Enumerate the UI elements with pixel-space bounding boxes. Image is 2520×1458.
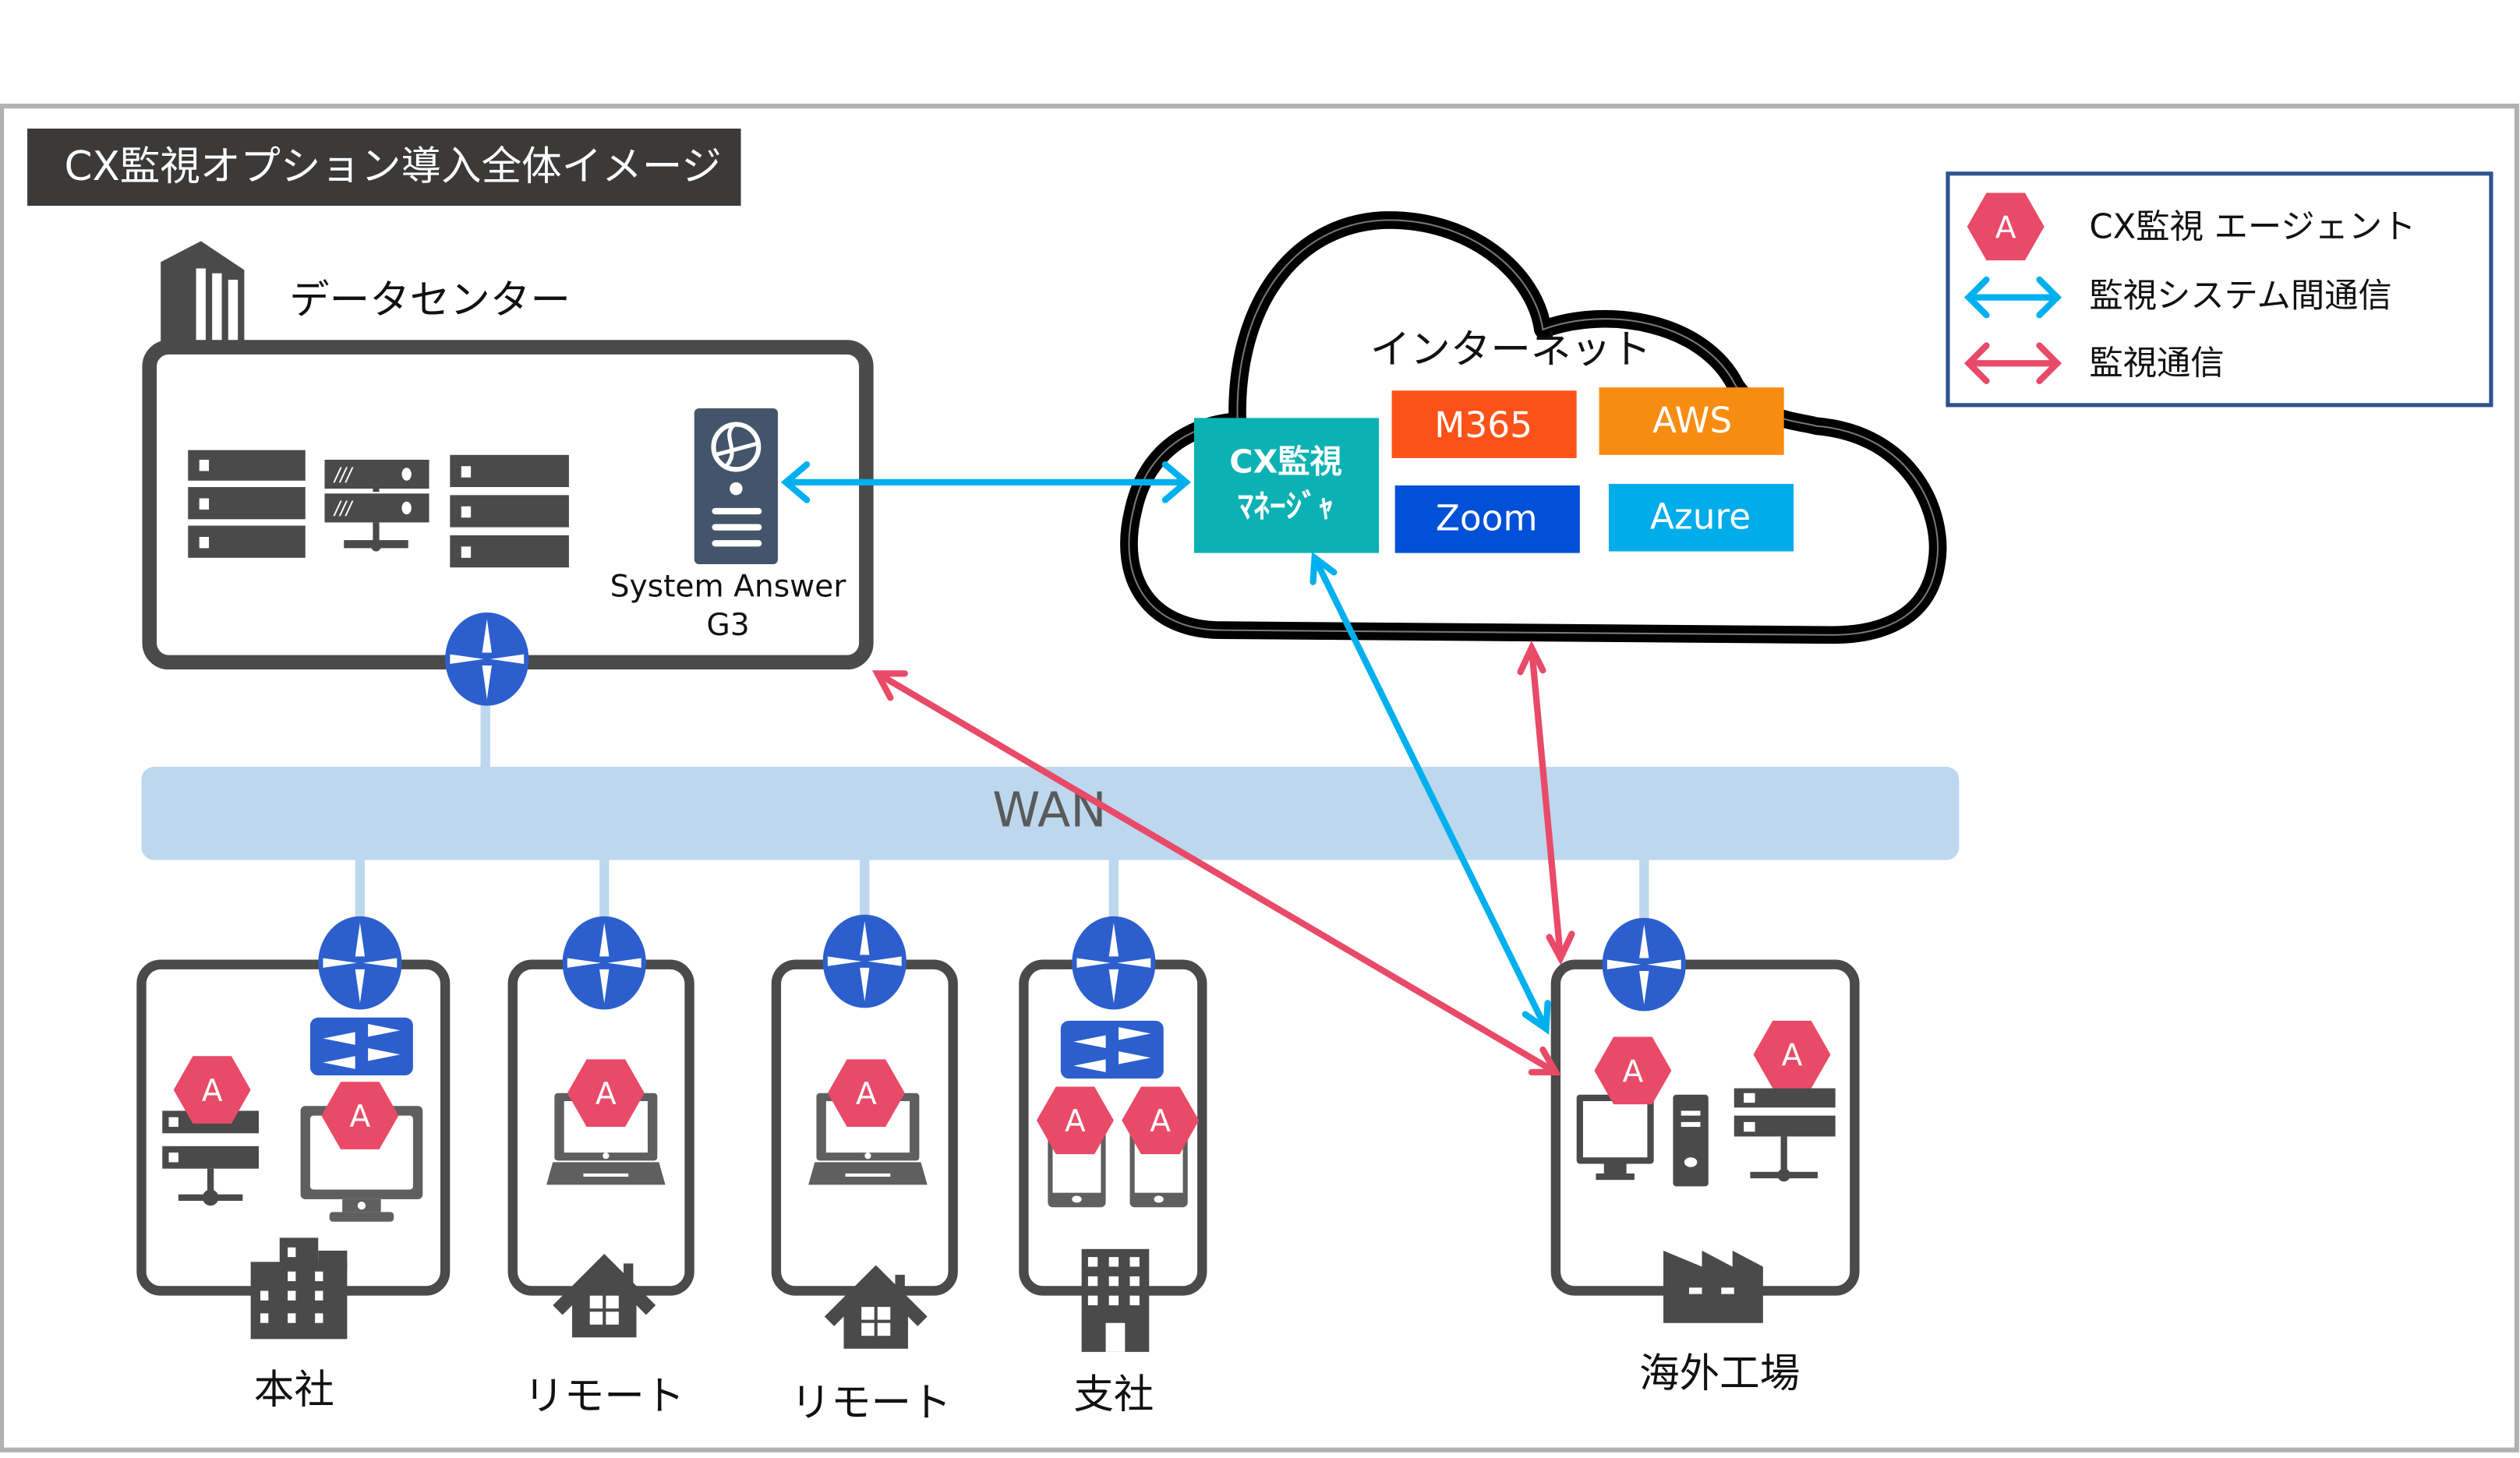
system-answer-server-icon[interactable] — [694, 408, 778, 565]
site-label-remote-1: リモート — [524, 1373, 684, 1420]
office-tower-icon — [1081, 1248, 1150, 1352]
service-aws[interactable]: AWS — [1599, 387, 1784, 455]
svg-text:A: A — [1782, 1039, 1803, 1074]
legend-item-monitor-link: 監視通信 — [2089, 344, 2224, 383]
site-label-branch: 支社 — [1073, 1372, 1154, 1418]
svg-text:A: A — [856, 1077, 877, 1112]
router-icon — [822, 914, 907, 1008]
agent-badge: A — [1122, 1086, 1200, 1155]
datacenter-label: データセンター — [289, 277, 571, 323]
svg-text:A: A — [349, 1100, 370, 1135]
svg-text:A: A — [1150, 1104, 1171, 1139]
router-icon — [1072, 916, 1156, 1010]
system-link-dc-manager — [780, 461, 1192, 503]
switch-icon — [1060, 1020, 1164, 1079]
site-label-factory: 海外工場 — [1639, 1350, 1800, 1397]
system-answer-label: System Answer — [610, 569, 847, 604]
service-azure[interactable]: Azure — [1608, 483, 1794, 552]
cx-manager-subtitle: ﾏﾈｰｼﾞｬ — [1238, 488, 1334, 525]
switch-icon — [309, 1017, 413, 1076]
service-m365[interactable]: M365 — [1391, 390, 1577, 458]
agent-badge: A — [567, 1059, 645, 1128]
red-double-arrow-icon — [1963, 342, 2062, 385]
service-aws-label: AWS — [1652, 400, 1732, 441]
title-box: CX監視オプション導入全体イメージ — [27, 129, 741, 207]
agent-badge: A — [1594, 1036, 1672, 1105]
monitor-link-cloud-factory — [1517, 640, 1575, 966]
internet-label: インターネット — [1370, 327, 1652, 373]
agent-badge: A — [321, 1082, 399, 1149]
wan-label: WAN — [992, 782, 1106, 838]
svg-text:///: /// — [333, 497, 354, 521]
svg-text:A: A — [1995, 210, 2016, 245]
page-title: CX監視オプション導入全体イメージ — [64, 143, 721, 190]
svg-text:A: A — [1065, 1104, 1086, 1139]
svg-text:A: A — [596, 1077, 617, 1112]
agent-hexagon-icon: A — [1967, 192, 2045, 261]
legend-item-agent: CX監視 エージェント — [2089, 207, 2416, 246]
office-building-icon — [250, 1237, 348, 1340]
server-icon — [1734, 1088, 1836, 1182]
link-dc-wan — [480, 691, 490, 772]
legend-item-system-link: 監視システム間通信 — [2089, 277, 2391, 316]
svg-text:///: /// — [333, 464, 354, 487]
storage-server-icon: /// /// — [324, 459, 429, 552]
router-icon — [562, 916, 646, 1010]
agent-badge: A — [173, 1056, 251, 1124]
site-label-remote-2: リモート — [790, 1379, 951, 1426]
service-zoom[interactable]: Zoom — [1394, 485, 1580, 553]
wan-links — [355, 860, 1649, 925]
svg-text:A: A — [202, 1074, 223, 1109]
service-zoom-label: Zoom — [1436, 498, 1538, 539]
cx-manager-title: CX監視 — [1229, 443, 1341, 480]
server-rack-icon — [188, 450, 306, 558]
agent-badge: A — [1036, 1086, 1114, 1155]
site-label-hq: 本社 — [254, 1367, 334, 1414]
router-icon — [318, 916, 402, 1010]
router-icon — [445, 612, 529, 706]
blue-double-arrow-icon — [1963, 276, 2062, 319]
legend: A CX監視 エージェント 監視システム間通信 監視通信 — [1946, 171, 2493, 408]
router-icon — [1602, 917, 1686, 1011]
desktop-pc-icon — [1576, 1094, 1709, 1187]
factory-icon — [1663, 1250, 1763, 1323]
svg-text:A: A — [1622, 1054, 1643, 1089]
server-rack-icon — [450, 454, 569, 568]
service-azure-label: Azure — [1650, 496, 1751, 538]
service-m365-label: M365 — [1434, 404, 1532, 446]
system-link-manager-factory — [1309, 551, 1551, 1035]
agent-badge: A — [1753, 1020, 1831, 1089]
monitor-link-dc-factory — [871, 670, 1561, 1076]
wan-bar — [141, 766, 1960, 860]
agent-badge: A — [827, 1059, 905, 1128]
cx-manager-box[interactable]: CX監視 ﾏﾈｰｼﾞｬ — [1193, 418, 1380, 553]
system-answer-version: G3 — [706, 608, 749, 643]
datacenter-building-icon — [161, 241, 245, 344]
